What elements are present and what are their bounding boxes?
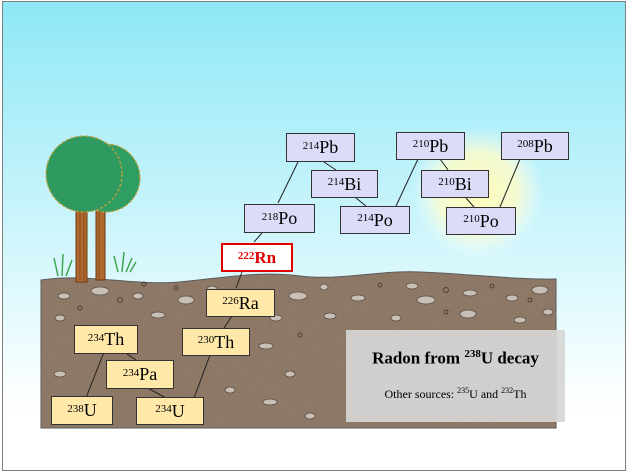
decay-chain-lines	[81, 158, 521, 409]
element-symbol: Ra	[238, 292, 259, 313]
info-other-sources: Other sources: 235U and 232Th	[346, 386, 565, 402]
sources-join: and	[477, 387, 502, 401]
element-symbol: Rn	[254, 247, 277, 267]
source2-mass: 232	[501, 386, 514, 395]
element-symbol: Po	[278, 208, 298, 228]
element-symbol: U	[83, 400, 97, 420]
mass-number: 218	[261, 210, 279, 223]
mass-number: 226	[222, 295, 239, 307]
element-symbol: Bi	[344, 173, 362, 194]
info-title-prefix: Radon from	[372, 348, 465, 368]
element-symbol: Po	[479, 210, 499, 231]
mass-number: 238	[67, 402, 84, 415]
mass-number: 234	[122, 366, 140, 379]
info-title-mass: 238	[464, 348, 481, 360]
element-symbol: Pb	[319, 137, 339, 157]
mass-number: 222	[237, 249, 255, 262]
source2-symbol: Th	[513, 387, 527, 401]
trees	[45, 135, 141, 283]
element-symbol: Bi	[454, 173, 472, 194]
mass-number: 214	[327, 176, 345, 188]
grass-tufts	[53, 251, 137, 277]
sources-prefix: Other sources:	[384, 387, 458, 401]
element-symbol: Pb	[533, 135, 553, 156]
mass-number: 234	[155, 403, 172, 415]
element-symbol: Po	[373, 209, 393, 230]
mass-number: 210	[438, 176, 455, 188]
mass-number: 234	[87, 331, 105, 344]
element-symbol: U	[171, 400, 185, 421]
info-panel: Radon from 238U decay Other sources: 235…	[346, 330, 565, 422]
element-symbol: Th	[104, 329, 125, 349]
info-title: Radon from 238U decay	[346, 348, 565, 369]
info-title-suffix: U decay	[480, 348, 539, 368]
mass-number: 214	[302, 139, 320, 152]
mass-number: 210	[463, 213, 480, 225]
mass-number: 230	[197, 334, 215, 346]
element-symbol: Pa	[139, 364, 158, 384]
mass-number: 208	[517, 138, 534, 150]
element-symbol: Pb	[429, 135, 449, 156]
mass-number: 210	[412, 138, 430, 150]
element-symbol: Th	[214, 331, 235, 352]
mass-number: 214	[357, 212, 374, 224]
source1-mass: 235	[457, 386, 470, 395]
source1-symbol: U	[469, 387, 478, 401]
